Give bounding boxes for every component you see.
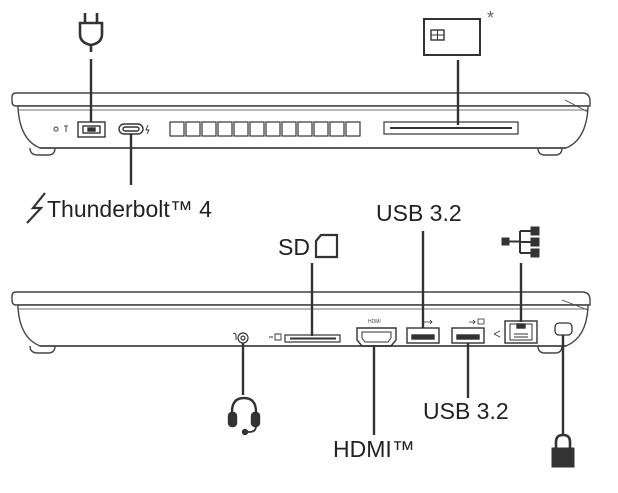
power-status-indicator bbox=[53, 125, 68, 132]
power-plug-icon bbox=[78, 13, 104, 52]
ethernet-port bbox=[493, 320, 538, 344]
laptop-left-side-view bbox=[11, 92, 591, 156]
sd-label: SD bbox=[278, 234, 310, 260]
usb-bottom-label: USB 3.2 bbox=[423, 398, 509, 424]
ethernet-network-icon bbox=[501, 226, 540, 258]
thunderbolt-label: Thunderbolt™ 4 bbox=[47, 196, 212, 222]
hdmi-port bbox=[356, 327, 397, 347]
smart-card-slot bbox=[383, 121, 519, 135]
smart-card-footnote-marker: * bbox=[487, 8, 495, 28]
hdmi-label: HDMI™ bbox=[333, 436, 415, 462]
smart-card-icon bbox=[423, 18, 481, 56]
thunderbolt-bolt-icon bbox=[26, 192, 46, 224]
callout-lines-bottom bbox=[241, 231, 565, 435]
lock-icon bbox=[551, 433, 575, 468]
hdmi-port-text: HDMI bbox=[368, 319, 381, 325]
usb-top-label: USB 3.2 bbox=[376, 200, 462, 226]
vent-grille bbox=[169, 121, 361, 137]
headset-icon bbox=[227, 396, 261, 436]
sd-card-icon bbox=[314, 233, 339, 259]
laptop-right-side-view bbox=[11, 291, 591, 354]
callout-lines-top bbox=[89, 59, 460, 185]
